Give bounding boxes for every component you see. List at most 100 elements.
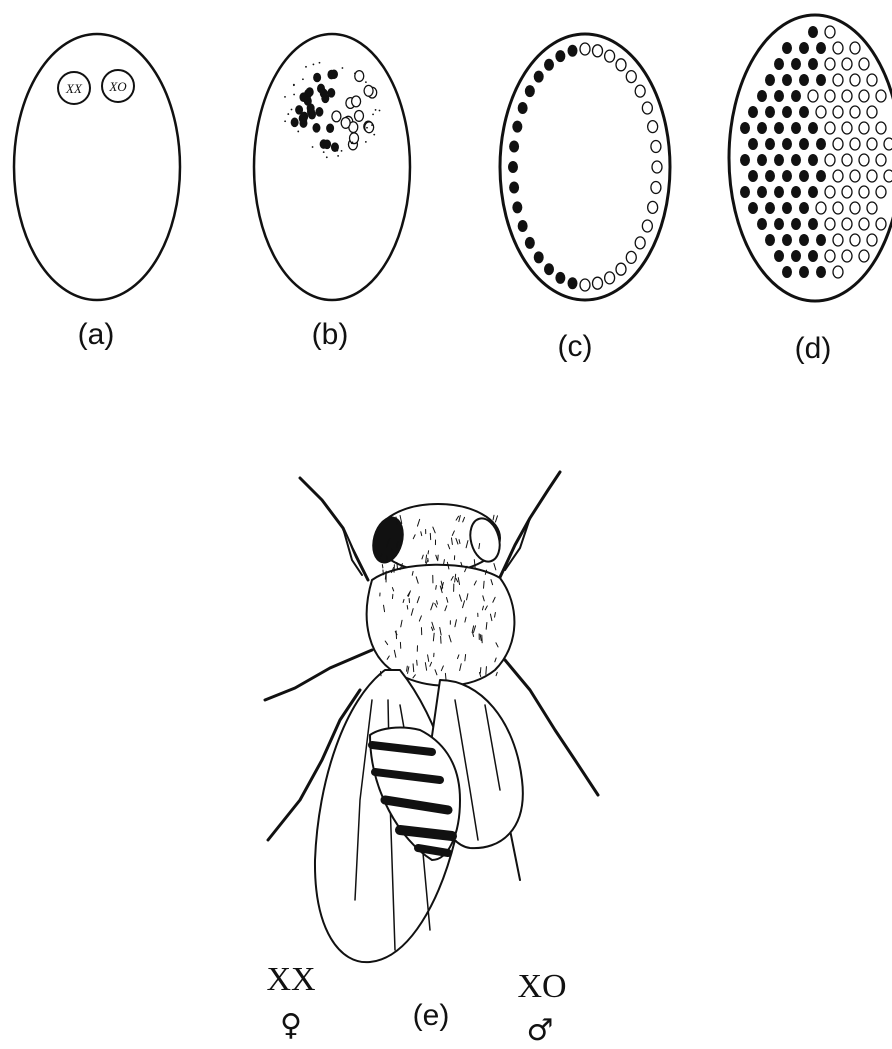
male-symbol: ♂	[527, 1013, 554, 1048]
nucleus-open	[825, 186, 835, 198]
nucleus-open	[859, 90, 869, 102]
bristle	[380, 672, 381, 676]
nucleus-open	[850, 202, 860, 214]
nucleus-open	[626, 71, 636, 83]
nucleus-open	[876, 90, 886, 102]
nucleus-dark	[816, 234, 826, 246]
nucleus-dark	[327, 70, 335, 80]
bristle	[484, 581, 485, 588]
nucleus-dark	[765, 202, 775, 214]
nucleus-open	[833, 106, 843, 118]
nucleus-open	[350, 133, 359, 144]
nucleus-open	[354, 111, 363, 122]
nucleus-open	[842, 250, 852, 262]
nucleus-dark	[740, 186, 750, 198]
bristle	[495, 516, 497, 522]
nucleus-open	[867, 234, 877, 246]
nucleus-open	[884, 138, 892, 150]
nucleus-dark	[765, 138, 775, 150]
nucleus-dark	[808, 218, 818, 230]
nucleus-dark	[782, 202, 792, 214]
nucleus-open	[365, 122, 374, 133]
nucleus-dark	[782, 138, 792, 150]
nucleus-dark	[748, 202, 758, 214]
bristle	[486, 623, 487, 630]
cytoplasm-speck	[375, 109, 377, 111]
nucleus-dark	[816, 138, 826, 150]
egg-d	[729, 15, 892, 301]
nucleus-open	[842, 154, 852, 166]
nucleus-open	[825, 90, 835, 102]
nucleus-dark	[765, 170, 775, 182]
nucleus-dark	[518, 220, 528, 232]
nucleus-open	[833, 74, 843, 86]
nucleus-open	[833, 42, 843, 54]
bristle	[496, 672, 497, 675]
cytoplasm-speck	[354, 73, 356, 75]
cytoplasm-speck	[293, 84, 295, 86]
nucleus-open	[867, 170, 877, 182]
cytoplasm-speck	[319, 62, 321, 64]
cytoplasm-speck	[313, 64, 315, 66]
nucleus-open	[833, 170, 843, 182]
egg-c-peripheral-nuclei	[508, 43, 662, 291]
nucleus-open	[825, 26, 835, 38]
nucleus-dark	[808, 250, 818, 262]
nucleus-dark	[799, 170, 809, 182]
nucleus-dark	[816, 42, 826, 54]
nucleus-dark	[782, 42, 792, 54]
nucleus-open	[850, 138, 860, 150]
nucleus-dark	[518, 102, 528, 114]
nucleus-open	[876, 154, 886, 166]
nucleus-dark	[816, 266, 826, 278]
nucleus-dark	[509, 181, 519, 193]
nucleus-open	[867, 74, 877, 86]
nucleus-open	[816, 106, 826, 118]
cytoplasm-speck	[302, 78, 304, 80]
nucleus-open	[352, 96, 361, 107]
nucleus-open	[850, 234, 860, 246]
nucleus-dark	[791, 250, 801, 262]
nucleus-open	[867, 138, 877, 150]
cytoplasm-speck	[341, 150, 343, 152]
bristle	[428, 551, 429, 554]
nucleus-dark	[313, 73, 321, 83]
cytoplasm-speck	[366, 127, 368, 129]
nucleus-open	[867, 202, 877, 214]
cytoplasm-speck	[291, 109, 293, 111]
nucleus-dark	[512, 201, 522, 213]
left-genotype: XX	[266, 961, 315, 998]
fly-left-middle-leg	[265, 650, 372, 700]
bristle	[382, 565, 383, 568]
nucleus-open	[635, 85, 645, 97]
nucleus-open	[616, 59, 626, 71]
nucleus-open	[652, 161, 662, 173]
nucleus-dark	[765, 234, 775, 246]
nucleus-dark	[791, 218, 801, 230]
nucleus-dark	[757, 186, 767, 198]
cytoplasm-speck	[373, 134, 375, 136]
cytoplasm-speck	[336, 150, 338, 152]
nucleus-dark	[748, 170, 758, 182]
nucleus-xo: XO	[102, 70, 134, 102]
nucleus-open	[859, 154, 869, 166]
nucleus-dark	[782, 106, 792, 118]
nucleus-open	[605, 50, 615, 62]
nucleus-dark	[740, 122, 750, 134]
cytoplasm-speck	[305, 66, 307, 68]
nucleus-dark	[782, 74, 792, 86]
cytoplasm-speck	[312, 146, 314, 148]
nucleus-open	[842, 122, 852, 134]
nucleus-dark	[327, 88, 335, 98]
nucleus-dark	[323, 140, 331, 150]
egg-a-outline	[14, 34, 180, 300]
nucleus-open	[867, 106, 877, 118]
egg-b	[254, 34, 410, 300]
cytoplasm-speck	[287, 113, 289, 115]
nucleus-open	[833, 234, 843, 246]
nucleus-xx: XX	[58, 72, 90, 104]
nucleus-open	[859, 218, 869, 230]
nucleus-dark	[808, 186, 818, 198]
nucleus-dark	[799, 74, 809, 86]
nucleus-dark	[799, 42, 809, 54]
